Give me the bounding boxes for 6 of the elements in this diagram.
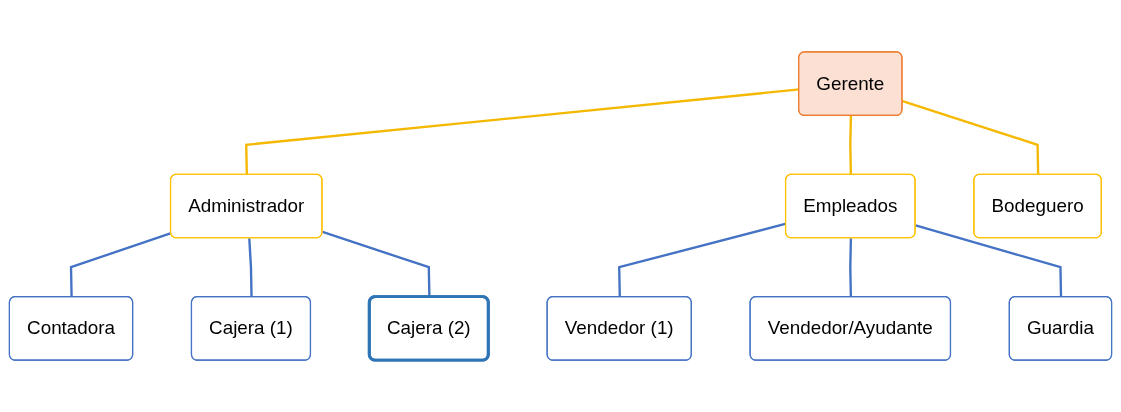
connector — [849, 115, 853, 175]
connector — [849, 238, 853, 298]
connector — [248, 238, 253, 298]
connector — [915, 224, 1063, 298]
connector — [69, 231, 172, 298]
connector — [902, 100, 1040, 175]
